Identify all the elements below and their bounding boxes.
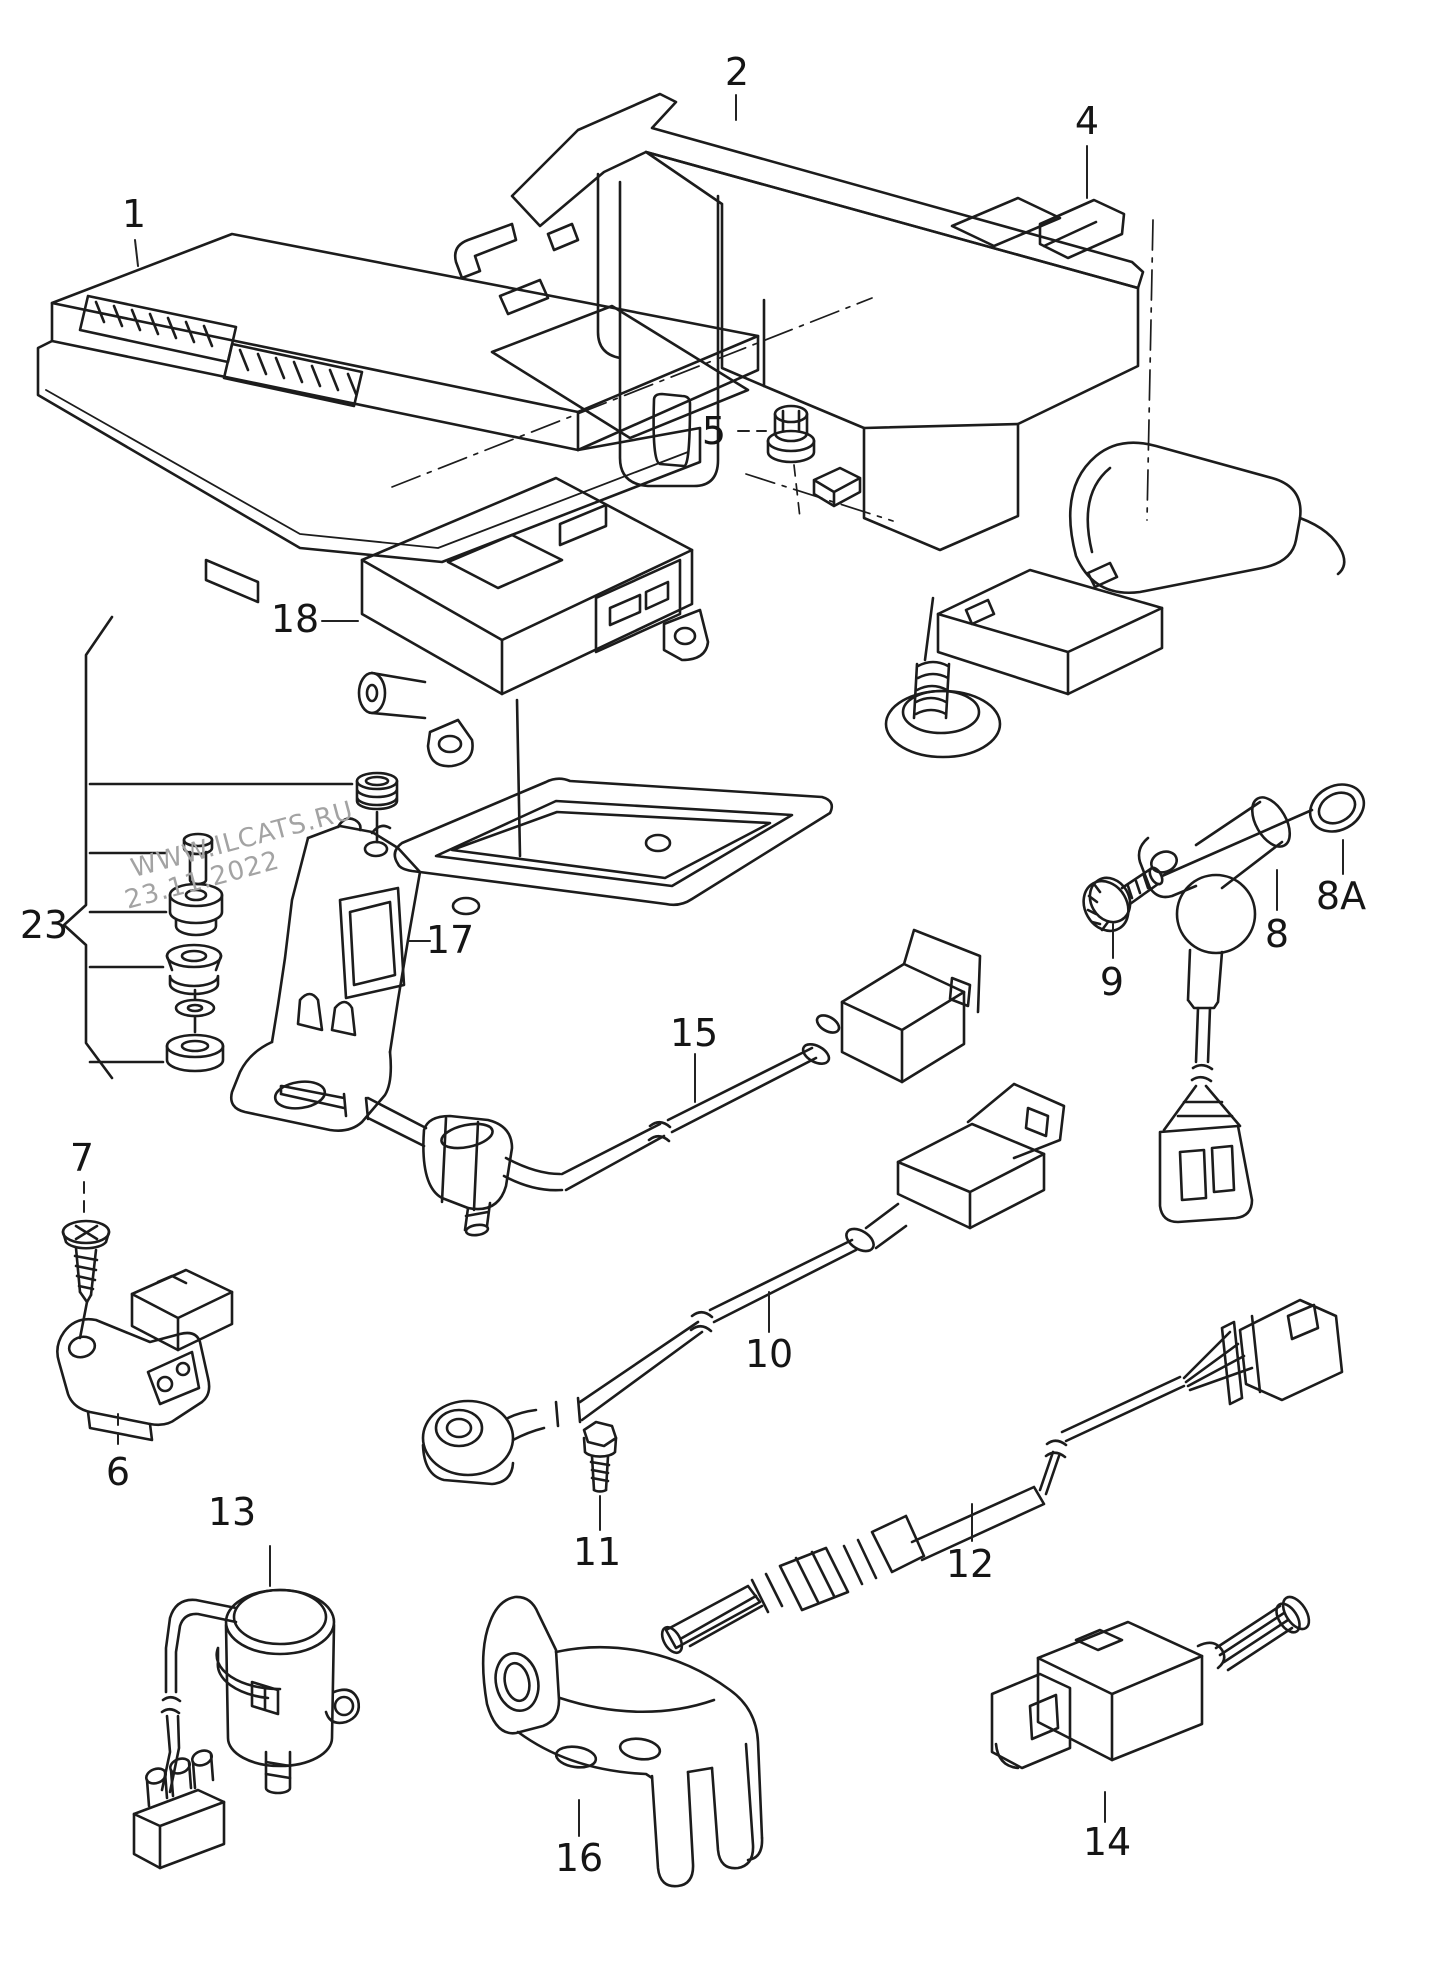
part-6-sensor [56,1268,234,1442]
assembly-axis-lines [391,219,1154,522]
part-15-sensor [279,928,982,1237]
leader-lines [83,94,1344,1837]
part-5-fastener [766,404,1002,759]
part-16-bracket [481,1595,764,1888]
part-label-23: 23 [19,903,69,947]
part-18-control-module [357,476,710,768]
part-label-18: 18 [270,597,320,641]
part-label-2: 2 [724,50,750,94]
part-4-pad [1038,198,1126,260]
part-label-13: 13 [207,1490,257,1534]
part-label-5: 5 [701,409,727,453]
part-label-15: 15 [669,1011,719,1055]
part-10-knock-sensor [421,1082,1066,1486]
part-8-speed-sensor [1137,796,1314,1224]
redaction-dot [1175,873,1257,955]
part-label-14: 14 [1082,1820,1132,1864]
part-label-16: 16 [554,1836,604,1880]
part-label-6: 6 [105,1450,131,1494]
part-label-8: 8 [1264,912,1290,956]
part-17-bracket [230,698,834,1132]
part-23-grommet-set [62,615,399,1080]
part-1-engine-control-unit [36,232,760,604]
part-label-9: 9 [1099,960,1125,1004]
part-label-1: 1 [121,192,147,236]
part-label-12: 12 [945,1542,995,1586]
part-12-lambda-probe [660,1298,1344,1655]
part-11-hex-bolt [582,1420,618,1493]
part-label-10: 10 [744,1332,794,1376]
part-2-bracket-housing [453,92,1346,696]
part-label-8a: 8A [1315,874,1367,918]
part-label-7: 7 [69,1136,95,1180]
part-13-valve [132,1588,361,1870]
part-14-switch [990,1595,1311,1770]
part-label-17: 17 [425,918,475,962]
part-label-11: 11 [572,1530,622,1574]
part-9-bolt [1082,866,1164,933]
part-label-4: 4 [1074,99,1100,143]
part-8a-o-ring [1308,783,1366,833]
